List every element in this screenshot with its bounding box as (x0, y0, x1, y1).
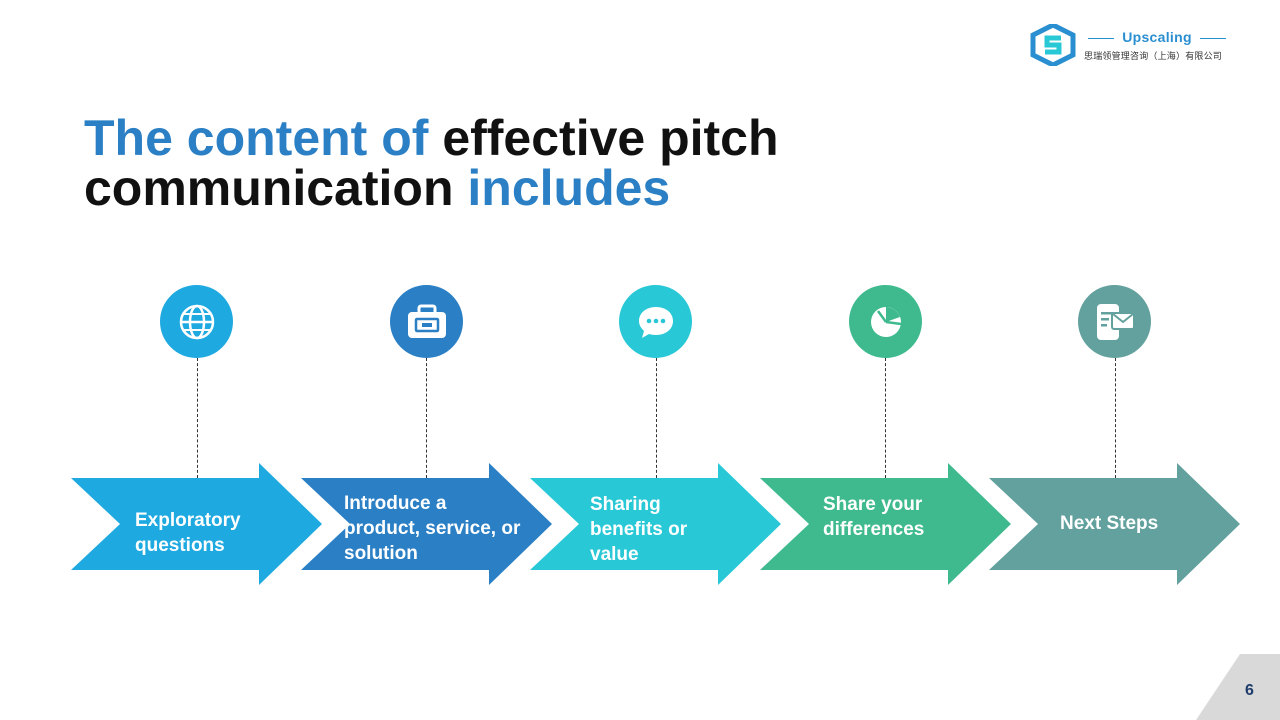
title-part-4: includes (467, 160, 671, 216)
step-1-label: Exploratory questions (135, 510, 241, 556)
step-3-label: Sharing benefits or value (590, 494, 688, 565)
pie-chart-icon (870, 306, 901, 337)
logo-line-right (1200, 38, 1226, 39)
page-title: The content of effective pitch communica… (84, 113, 984, 213)
chat-bubble-icon (638, 306, 673, 338)
page-number: 6 (1245, 682, 1254, 699)
title-part-3: communication (84, 160, 454, 216)
step-5-label: Next Steps (1060, 513, 1159, 534)
step-2-connector (426, 358, 427, 478)
step-3-arrow (530, 463, 781, 585)
step-1-icon-circle (160, 285, 233, 358)
step-3-connector (656, 358, 657, 478)
title-part-1: The content of (84, 110, 429, 166)
step-4-connector (885, 358, 886, 478)
step-1-connector (197, 358, 198, 478)
step-2-arrow (301, 463, 552, 585)
company-logo: Upscaling 思瑞领管理咨询（上海）有限公司 (1030, 24, 1230, 68)
title-part-2: effective pitch (442, 110, 779, 166)
mobile-mail-icon (1096, 303, 1135, 340)
step-5-icon-circle (1078, 285, 1151, 358)
step-5-arrow (989, 463, 1240, 585)
step-5-connector (1115, 358, 1116, 478)
step-3-icon-circle (619, 285, 692, 358)
logo-brand-text: Upscaling (1122, 29, 1192, 45)
logo-mark-icon (1030, 24, 1076, 66)
step-2-label: Introduce a product, service, or solutio… (344, 493, 521, 564)
step-4-arrow (760, 463, 1011, 585)
logo-subtitle: 思瑞领管理咨询（上海）有限公司 (1084, 51, 1223, 61)
step-2-icon-circle (390, 285, 463, 358)
logo-line-left (1088, 38, 1114, 39)
briefcase-icon (407, 304, 446, 338)
step-4-icon-circle (849, 285, 922, 358)
globe-icon (179, 304, 214, 339)
step-4-label: Share your differences (823, 494, 925, 540)
step-1-arrow (71, 463, 322, 585)
page-corner-decoration (1196, 654, 1280, 720)
